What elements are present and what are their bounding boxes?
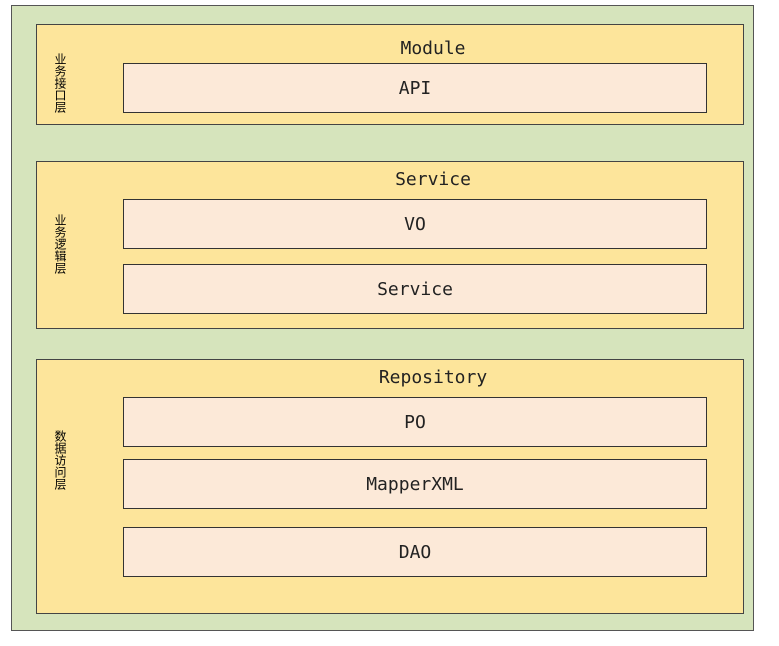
layer-title-service: Service <box>395 169 471 190</box>
layer-module: 业务接口层 Module API <box>36 24 744 125</box>
box-vo: VO <box>123 199 707 249</box>
layer-repository: 数据访问层 Repository PO MapperXML DAO <box>36 359 744 614</box>
box-dao: DAO <box>123 527 707 577</box>
box-mapperxml: MapperXML <box>123 459 707 509</box>
layer-title-repository: Repository <box>378 367 488 388</box>
box-service: Service <box>123 264 707 314</box>
layer-title-module: Module <box>400 38 466 59</box>
layer-label-data-access: 数据访问层 <box>53 430 67 490</box>
box-po: PO <box>123 397 707 447</box>
box-api: API <box>123 63 707 113</box>
layer-label-business-logic: 业务逻辑层 <box>53 214 67 274</box>
architecture-diagram: 业务接口层 Module API 业务逻辑层 Service VO Servic… <box>11 5 754 631</box>
layer-label-business-interface: 业务接口层 <box>53 53 67 113</box>
layer-service: 业务逻辑层 Service VO Service <box>36 161 744 329</box>
